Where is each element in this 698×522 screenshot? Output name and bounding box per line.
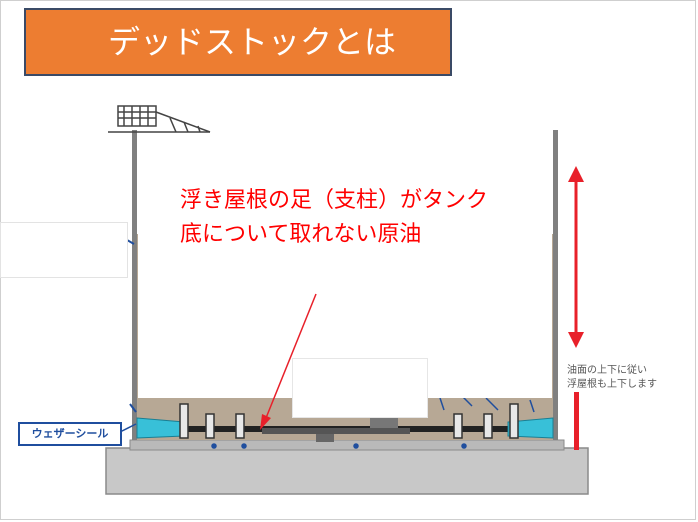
annotation-line-1: 浮き屋根の足（支柱）がタンク	[180, 188, 489, 213]
blank-box-center	[292, 358, 428, 418]
top-platform-icon	[108, 105, 211, 133]
annotation-line-2: 底について取れない原油	[180, 222, 422, 247]
annotation-panel	[138, 134, 552, 398]
pointer-arrow-icon	[260, 293, 317, 430]
weather-seal-right-icon	[507, 417, 554, 439]
tank-foundation	[105, 447, 589, 495]
tank-wall-right	[553, 130, 558, 440]
slide-title: デッドストックとは	[24, 8, 452, 76]
blank-box-left	[0, 222, 128, 278]
deadstock-annotation: 浮き屋根の足（支柱）がタンク 底について取れない原油	[180, 184, 488, 252]
roof-support-legs	[179, 403, 519, 439]
weather-seal-left-icon	[136, 417, 185, 439]
level-note-line-2: 浮屋根も上下します	[567, 379, 657, 390]
level-note-line-1: 油面の上下に従い	[567, 365, 647, 376]
level-range-arrow-icon	[568, 166, 584, 348]
weather-seal-label: ウェザーシール	[18, 422, 122, 446]
tank-wall-left	[132, 130, 137, 440]
level-note: 油面の上下に従い 浮屋根も上下します	[567, 364, 657, 392]
